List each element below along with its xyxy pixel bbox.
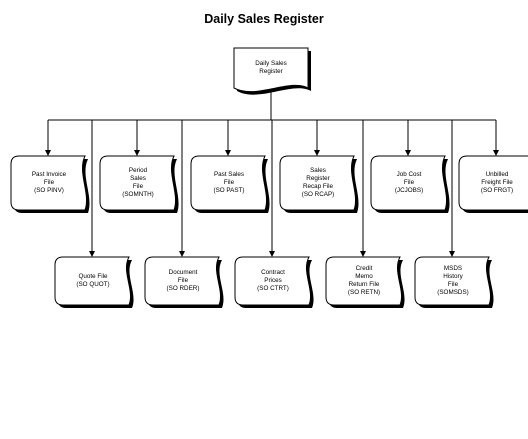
top-file-node-5-label-line: Job Cost [396,171,422,178]
page-title: Daily Sales Register [204,12,324,26]
top-file-node-3-label-line: File [223,179,235,186]
bottom-file-node-5-label-line: History [443,273,463,280]
bottom-file-node-2-label-line: Document [168,269,198,276]
top-file-node-4-label-line: (SO RCAP) [301,191,335,198]
bottom-file-node-2-label-line: (SO RDER) [166,285,200,292]
top-file-node-6 [458,155,528,211]
top-file-node-4 [279,155,356,211]
top-file-node-4-label-line: Sales [310,167,326,174]
top-file-node-5-label-line: (JCJOBS) [394,187,424,194]
top-file-node-5-label-line: File [403,179,415,186]
bottom-file-node-3-label-line: Contract [261,269,285,276]
top-file-node-1-label-line: File [43,179,55,186]
bottom-file-node-1-label-line: (SO QUOT) [76,281,110,288]
bottom-file-node-1 [54,256,131,306]
top-file-node-2-label-line: Sales [130,175,146,182]
bottom-file-node-3 [234,256,311,306]
bottom-file-node-3-label-line: (SO CTRT) [257,285,289,292]
top-file-node-4-label-line: Register [306,175,330,182]
node-daily-sales-register-label-line: Register [259,68,283,75]
bottom-file-node-5-label-line: File [447,281,459,288]
top-file-node-2-label-line: File [132,183,144,190]
top-file-node-4-label-line: Recap File [302,183,334,190]
bottom-file-node-4-label-line: Memo [355,273,373,280]
top-file-node-3-label-line: (SO PAST) [213,187,245,194]
top-file-node-2 [99,155,176,211]
bottom-file-node-3-label-line: Prices [264,277,282,284]
bottom-file-node-4-label-line: Return File [348,281,380,288]
bottom-file-node-1-label: Quote File(SO QUOT) [60,273,126,289]
top-file-node-2-label-line: Period [128,167,148,174]
bottom-file-node-1-label-line: Quote File [78,273,108,280]
bottom-file-node-2-label-line: File [177,277,189,284]
bottom-file-node-5-label-line: MSDS [443,265,463,272]
bottom-file-node-2 [144,256,221,306]
node-daily-sales-register-shape [233,47,309,93]
top-file-node-1-label-line: Past Invoice [31,171,67,178]
bottom-file-node-5 [414,256,491,306]
top-file-node-6-label-line: Unbilled [485,171,509,178]
top-file-node-3-label-line: Past Sales [213,171,245,178]
node-daily-sales-register-label-line: Daily Sales [255,60,287,67]
top-file-node-6-label-line: (SO FRGT) [480,187,514,194]
top-file-node-5 [370,155,447,211]
bottom-file-node-4 [325,256,402,306]
top-file-node-6-label-line: Freight File [481,179,513,186]
top-file-node-2-label-line: (SOMNTH) [122,191,154,198]
top-file-node-3 [190,155,267,211]
top-file-node-1-label-line: (SO PINV) [34,187,64,194]
bottom-file-node-4-label-line: (SO RETN) [347,289,381,296]
top-file-node-1 [10,155,87,211]
bottom-file-node-4-label-line: Credit [355,265,373,272]
bottom-file-node-5-label-line: (SOMSDS) [437,289,469,296]
